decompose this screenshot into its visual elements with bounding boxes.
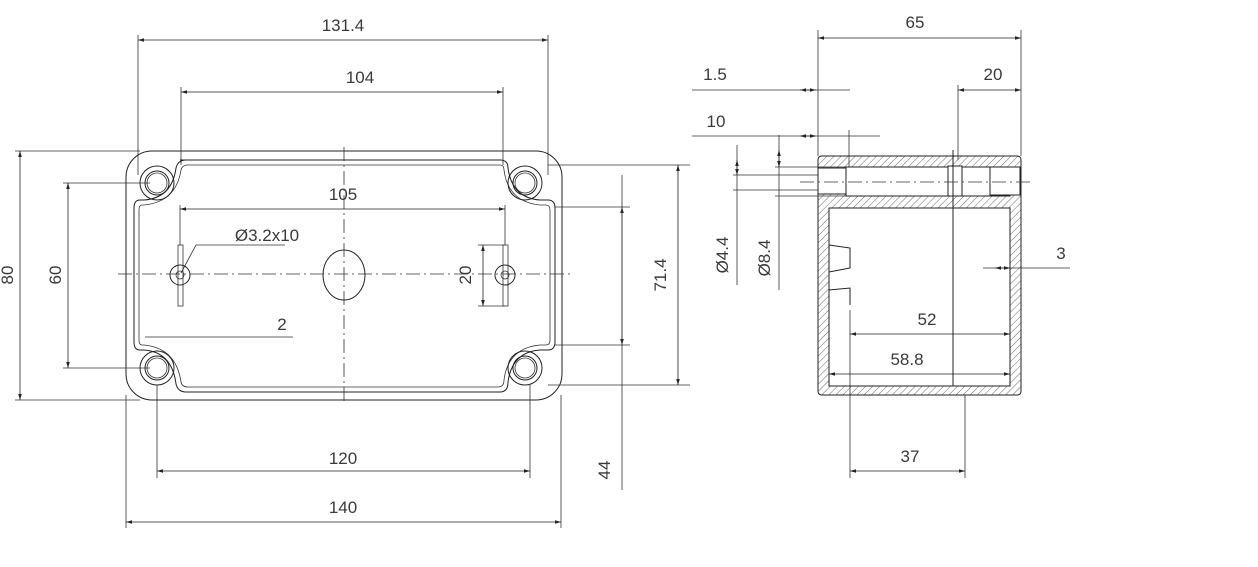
dim-58-8: 58.8 xyxy=(890,350,923,369)
dim-44: 44 xyxy=(595,461,614,480)
lid-rim-inner xyxy=(138,164,551,388)
dim-37: 37 xyxy=(901,447,920,466)
dim-60: 60 xyxy=(46,266,65,285)
dim-65: 65 xyxy=(906,13,925,32)
dim-71-4: 71.4 xyxy=(651,258,670,291)
lid-rim xyxy=(133,159,556,393)
latch xyxy=(828,244,851,305)
dim-20-slot: 20 xyxy=(456,266,475,285)
dim-105: 105 xyxy=(329,185,357,204)
front-view: 131.4 104 105 Ø3.2x10 2 20 80 60 71.4 44… xyxy=(0,16,690,528)
dim-2: 2 xyxy=(277,315,286,334)
dim-d4-4: Ø4.4 xyxy=(713,237,732,274)
dim-20-lid: 20 xyxy=(984,65,1003,84)
side-section-view: 65 20 1.5 10 Ø4.4 Ø8.4 3 52 58.8 37 xyxy=(692,13,1070,478)
dim-slot-hole: Ø3.2x10 xyxy=(235,226,299,245)
dim-10: 10 xyxy=(707,112,726,131)
dim-3: 3 xyxy=(1056,244,1065,263)
dim-104: 104 xyxy=(346,68,374,87)
dim-52: 52 xyxy=(918,310,937,329)
mounting-slots xyxy=(169,244,516,307)
dim-d8-4: Ø8.4 xyxy=(755,240,774,277)
dim-131-4: 131.4 xyxy=(322,16,365,35)
dim-1-5: 1.5 xyxy=(703,65,727,84)
dim-80: 80 xyxy=(0,266,17,285)
dim-140: 140 xyxy=(329,498,357,517)
dim-120: 120 xyxy=(329,449,357,468)
